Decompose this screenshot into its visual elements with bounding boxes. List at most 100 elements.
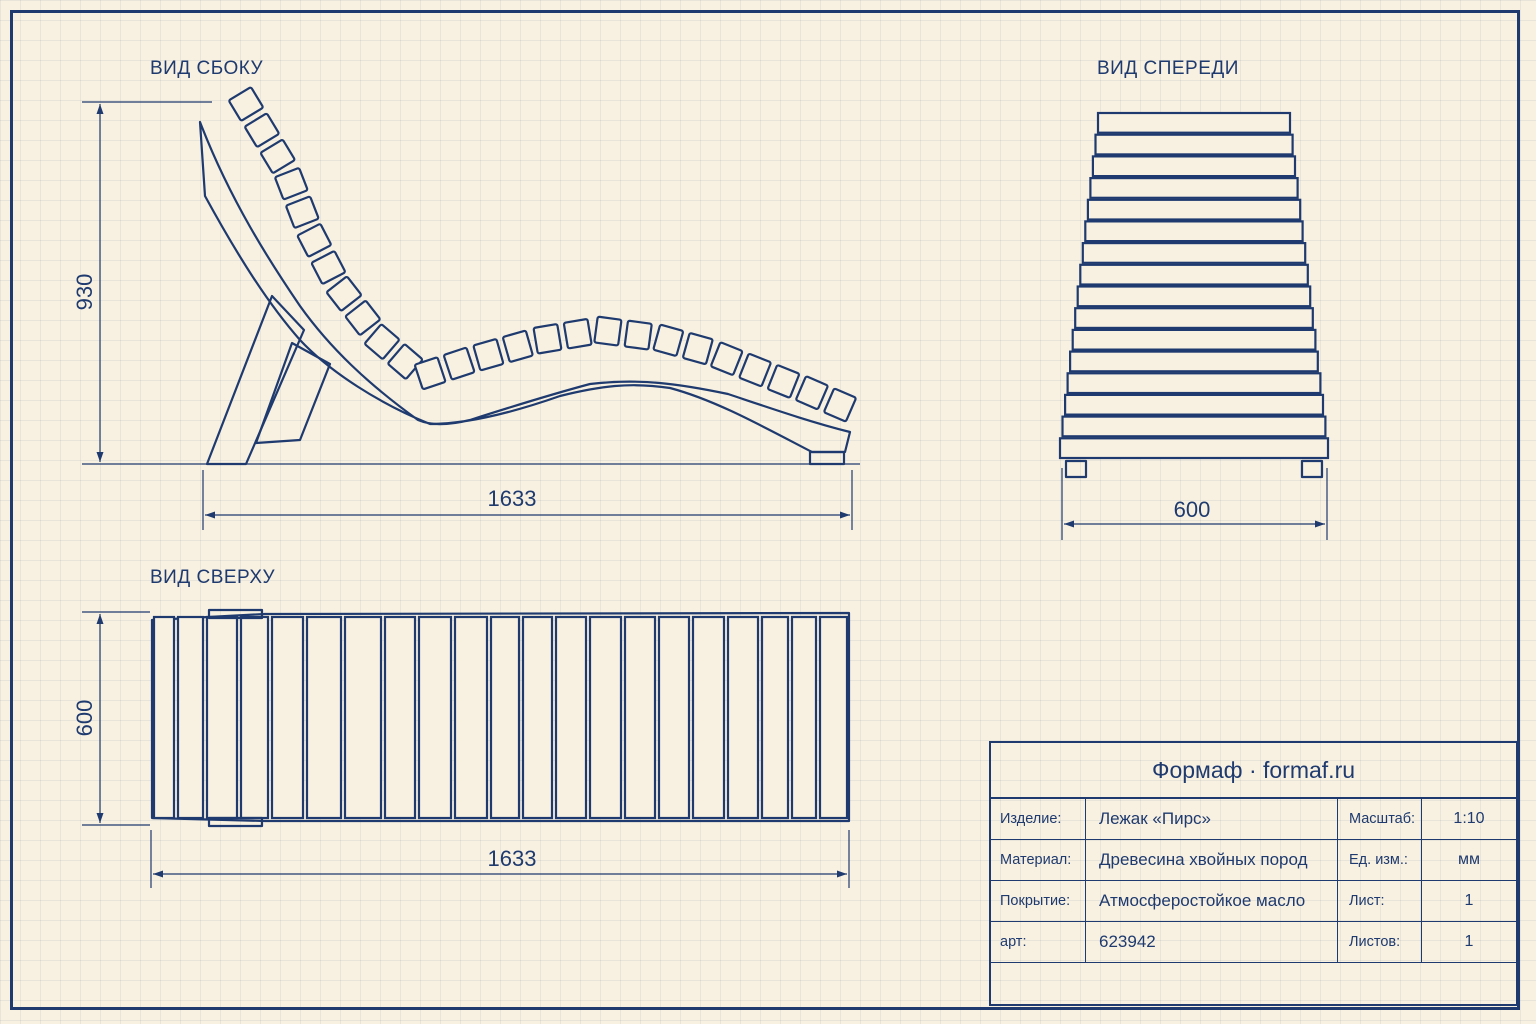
side-slat <box>502 329 534 363</box>
front-slat <box>1089 177 1299 199</box>
side-slat-face <box>710 341 744 376</box>
side-slat-face <box>502 329 534 363</box>
front-slat <box>1076 285 1312 308</box>
top-slat <box>305 615 343 820</box>
row-label-2: Масштаб: <box>1338 799 1422 839</box>
side-slat <box>593 315 623 347</box>
top-slat <box>818 615 849 820</box>
side-front-foot <box>808 450 846 466</box>
side-rear-leg <box>205 294 306 466</box>
side-slat <box>344 300 381 336</box>
top-slat <box>152 615 176 820</box>
side-slat <box>443 346 476 381</box>
top-outline <box>150 611 851 823</box>
top-view: 600 1633 <box>72 608 851 888</box>
row-value: Атмосферостойкое масло <box>1086 881 1338 921</box>
top-headrest-block-lower <box>207 816 264 828</box>
top-slat <box>657 615 691 820</box>
front-slat <box>1091 155 1297 178</box>
row-value-2: 1:10 <box>1453 810 1485 827</box>
title-block-row: Материал: Древесина хвойных пород Ед. из… <box>991 840 1516 881</box>
front-right-foot <box>1300 459 1324 479</box>
front-slat <box>1096 111 1292 134</box>
side-slat-face <box>738 352 772 388</box>
side-slat <box>795 375 829 410</box>
side-slat-face <box>244 112 280 148</box>
side-slat <box>472 338 505 372</box>
title-block: Формаф · formaf.ru Изделие: Лежак «Пирс»… <box>989 741 1518 1006</box>
side-slat-face <box>562 318 593 350</box>
top-slat <box>270 615 305 820</box>
side-slat <box>767 364 800 399</box>
side-slat-face <box>443 346 476 381</box>
side-slat <box>228 86 264 122</box>
front-width-dimension-text: 600 <box>1174 497 1211 522</box>
side-slat <box>414 356 447 390</box>
side-slat-face <box>260 139 296 174</box>
front-slat <box>1063 393 1325 416</box>
row-value-2: 1 <box>1464 892 1474 909</box>
top-slat <box>453 615 489 820</box>
row-label-2: Лист: <box>1338 881 1422 921</box>
side-slat-face <box>823 387 857 423</box>
side-slat-face <box>387 343 424 380</box>
row-value: Лежак «Пирс» <box>1086 799 1338 839</box>
side-slat <box>710 341 744 376</box>
front-slat <box>1074 307 1314 330</box>
side-slat <box>244 112 280 148</box>
top-width-dimension-text: 600 <box>72 700 97 737</box>
side-slat <box>285 195 320 229</box>
front-slat <box>1084 220 1304 243</box>
side-slat <box>364 323 400 360</box>
front-left-foot <box>1064 459 1088 479</box>
front-view-label: ВИД СПЕРЕДИ <box>1097 58 1239 79</box>
height-dimension-text: 930 <box>72 274 97 311</box>
side-slat-face <box>593 315 623 347</box>
side-slat-face <box>310 250 346 285</box>
front-slat <box>1081 242 1307 264</box>
front-slat <box>1058 437 1330 460</box>
front-slat <box>1079 263 1309 286</box>
title-block-row: Изделие: Лежак «Пирс» Масштаб: 1:10 <box>991 799 1516 840</box>
side-slat-face <box>344 300 381 336</box>
side-slat <box>652 323 684 357</box>
top-slat <box>790 615 818 820</box>
side-slat-face <box>767 364 800 399</box>
row-label: Покрытие: <box>991 881 1086 921</box>
row-value-2: 1 <box>1464 933 1474 950</box>
top-slats <box>152 615 849 820</box>
side-slat-face <box>652 323 684 357</box>
top-slat <box>691 615 726 820</box>
side-slat-face <box>364 323 400 360</box>
title-block-row: Покрытие: Атмосферостойкое масло Лист: 1 <box>991 881 1516 922</box>
side-slat-face <box>274 167 309 201</box>
side-slat <box>532 323 563 355</box>
side-slat-face <box>326 275 362 312</box>
side-slat <box>562 318 593 350</box>
top-slat <box>489 615 521 820</box>
row-label: Изделие: <box>991 799 1086 839</box>
side-slat <box>682 332 714 365</box>
top-length-dimension-text: 1633 <box>488 846 537 871</box>
front-slat <box>1086 198 1302 221</box>
side-slat-face <box>623 319 653 351</box>
length-dimension-text: 1633 <box>488 486 537 511</box>
side-slats <box>228 86 857 423</box>
side-slat-face <box>228 86 264 122</box>
title-block-header: Формаф · formaf.ru <box>991 743 1516 799</box>
row-label-2: Ед. изм.: <box>1338 840 1422 880</box>
top-slat <box>205 615 239 820</box>
side-view-label: ВИД СБОКУ <box>150 58 264 79</box>
top-slat <box>521 615 554 820</box>
top-slat <box>588 615 623 820</box>
side-slat <box>310 250 346 285</box>
top-slat <box>176 615 205 820</box>
side-slat-face <box>472 338 505 372</box>
side-slat-face <box>296 223 332 258</box>
top-slat <box>554 615 588 820</box>
side-slat <box>387 343 424 380</box>
side-slat-face <box>682 332 714 365</box>
row-label-2: Листов: <box>1338 922 1422 962</box>
side-slat <box>274 167 309 201</box>
